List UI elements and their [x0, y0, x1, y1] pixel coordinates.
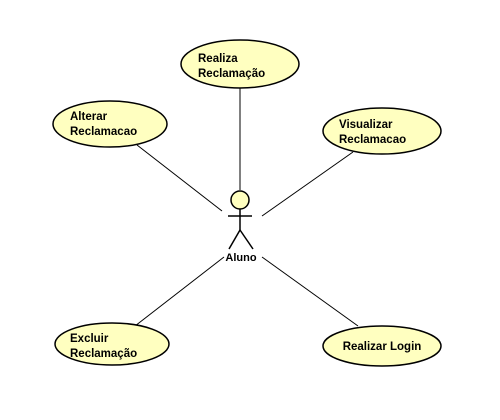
- use-case-realiza-line2: Reclamação: [198, 68, 265, 80]
- use-case-realiza-line1: Realiza: [198, 53, 238, 65]
- actor-head: [230, 190, 250, 210]
- actor-label: Aluno: [225, 252, 256, 264]
- use-case-visualizar-reclamacao[interactable]: Visualizar Reclamacao: [322, 107, 442, 155]
- actor-aluno[interactable]: Aluno: [225, 190, 257, 264]
- association-alterar: [136, 144, 223, 212]
- use-case-visualizar-line2: Reclamacao: [339, 134, 406, 146]
- use-case-alterar-reclamacao[interactable]: Alterar Reclamacao: [52, 100, 168, 148]
- use-case-excluir-reclamacao[interactable]: Excluir Reclamação: [54, 322, 170, 366]
- use-case-alterar-line2: Reclamacao: [70, 126, 137, 138]
- actor-right-leg: [239, 229, 254, 250]
- use-case-alterar-line1: Alterar: [70, 111, 108, 123]
- association-excluir: [134, 256, 225, 327]
- use-case-excluir-line2: Reclamação: [70, 348, 137, 360]
- association-visualizar: [261, 151, 354, 217]
- actor-left-leg: [228, 229, 241, 250]
- use-case-excluir-line1: Excluir: [70, 333, 109, 345]
- use-case-visualizar-line1: Visualizar: [339, 119, 393, 131]
- use-case-realiza-reclamacao[interactable]: Realiza Reclamação: [180, 39, 300, 89]
- use-case-realizar-login[interactable]: Realizar Login: [322, 325, 442, 367]
- association-login: [261, 256, 359, 327]
- use-case-login-label: Realizar Login: [343, 341, 422, 353]
